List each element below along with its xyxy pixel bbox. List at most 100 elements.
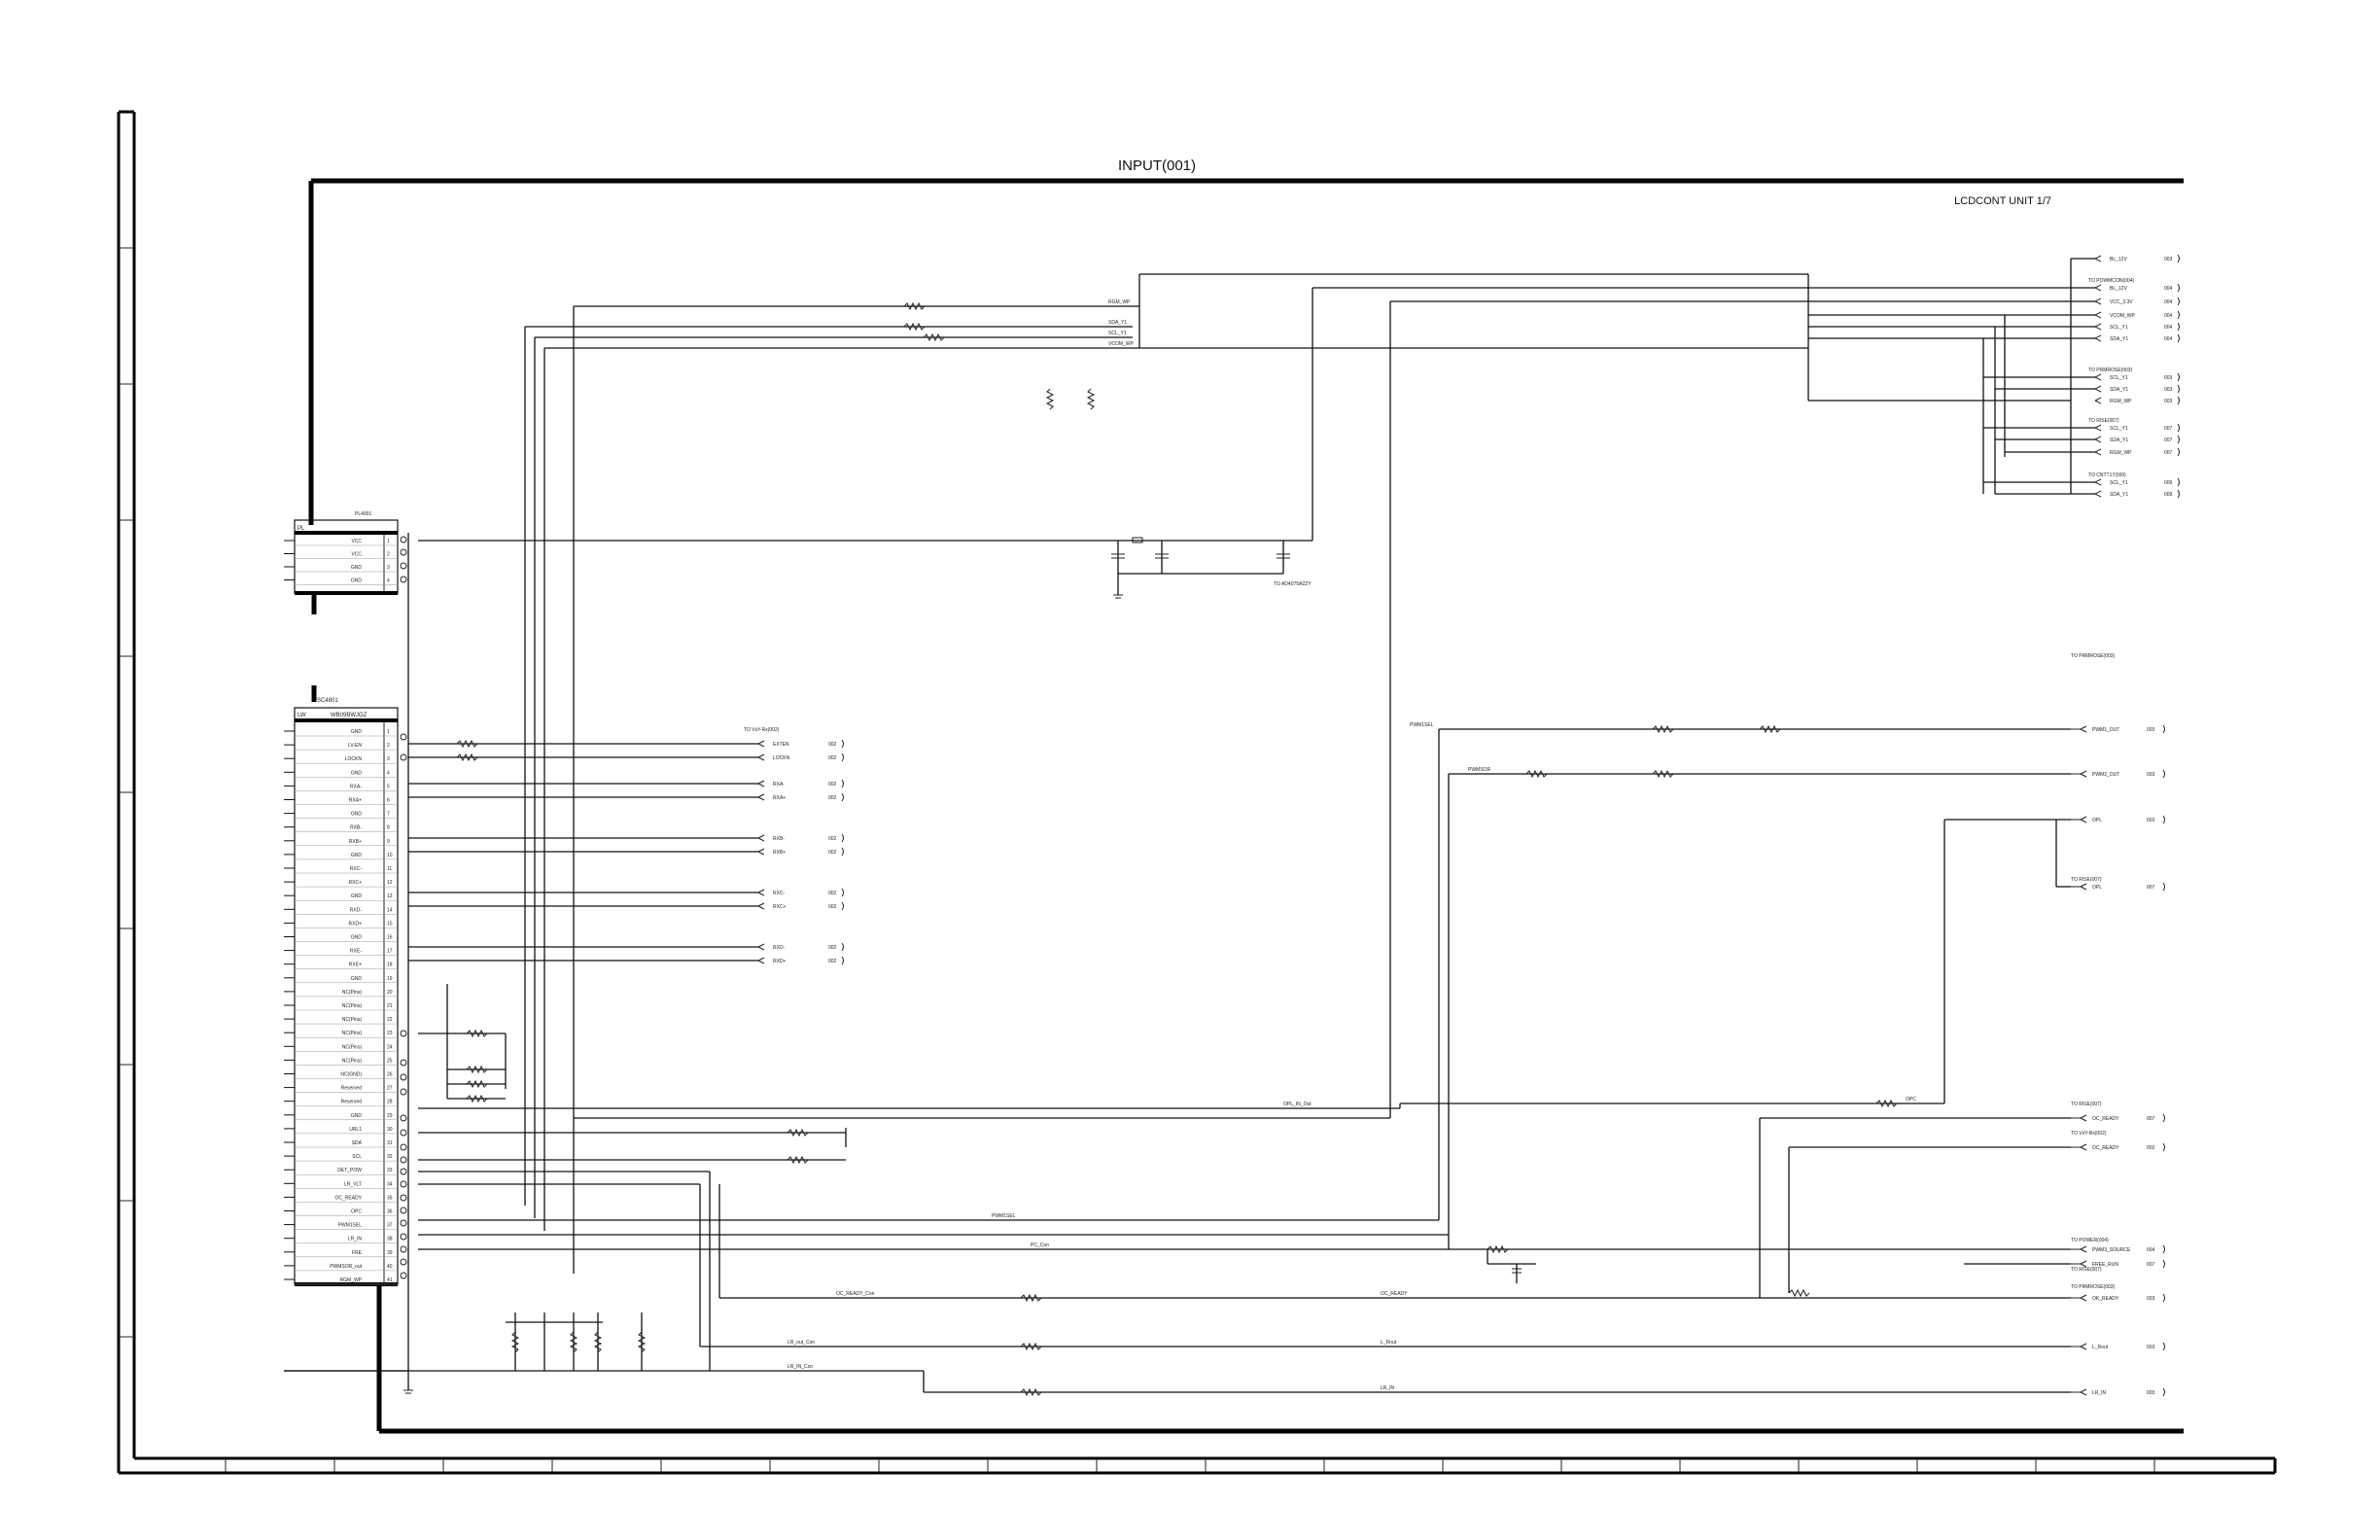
dest-power: TO POWER(004) — [2071, 1238, 2109, 1243]
net-arrow — [2094, 490, 2102, 498]
net-arrow — [757, 889, 765, 896]
net-label: SCL_Y1 — [2110, 426, 2128, 432]
net-label: OC_READY — [2092, 1116, 2119, 1122]
net-label: RXB+ — [773, 850, 786, 856]
net-page: 002 — [828, 904, 837, 910]
net-page: 004 — [2164, 336, 2173, 342]
pin-name: RXC+ — [349, 880, 363, 886]
pin-number: 10 — [387, 853, 393, 858]
wire-label-opc: OPC — [1906, 1097, 1916, 1102]
net-label: PWM2_OUT — [2092, 772, 2119, 778]
pin-name: GND — [351, 565, 363, 571]
net-arrow — [757, 780, 765, 788]
net-arrow — [2080, 883, 2087, 891]
net-arrow — [757, 957, 765, 964]
off-page-arrow — [2177, 283, 2180, 293]
dest-vin-rx2: TO VxY-Rx(002) — [2071, 1131, 2107, 1137]
pin-number: 25 — [387, 1058, 393, 1064]
wire-label-pwm1sel: PWM1SEL — [1410, 722, 1434, 728]
net-arrow — [2094, 311, 2102, 319]
pin-number: 8 — [387, 825, 390, 831]
test-points — [400, 536, 407, 1279]
off-page-arrow — [2162, 1342, 2165, 1351]
pin-name: RXB+ — [349, 839, 362, 845]
net-arrow — [2094, 385, 2102, 393]
off-page-arrow — [841, 779, 844, 788]
dest-rise-c: TO RISE(007) — [2071, 1102, 2102, 1107]
capacitors — [403, 553, 1522, 1394]
pin-name: RXD- — [350, 907, 363, 913]
net-arrow — [2094, 373, 2102, 381]
net-label: BL_12V — [2110, 257, 2127, 262]
pl-part: PL4001 — [355, 511, 371, 517]
pin-number: 30 — [387, 1127, 393, 1133]
pin-number: 15 — [387, 921, 393, 927]
net-page: 004 — [2164, 299, 2173, 305]
pin-name: PWM1SEL — [338, 1223, 363, 1229]
pin-number: 2 — [387, 743, 390, 749]
net-page: 004 — [2164, 313, 2173, 319]
net-label: RXD- — [773, 945, 786, 951]
pin-name: GND — [351, 729, 363, 735]
net-label: RXC- — [773, 891, 786, 896]
pin-number: 11 — [387, 866, 392, 872]
wire-label-ocready-con: OC_READY_Con — [836, 1291, 875, 1297]
dest-vin-rx: TO VxY-Rx(002) — [744, 727, 780, 733]
net-page: 009 — [2164, 492, 2173, 498]
net-arrow — [757, 740, 765, 748]
off-page-arrow — [2162, 1259, 2165, 1269]
pin-name: GND — [351, 976, 363, 982]
net-arrow — [2094, 397, 2102, 404]
net-page: 002 — [828, 836, 837, 842]
pin-name: GND — [351, 578, 363, 584]
off-page-arrow — [2177, 254, 2180, 263]
net-page: 007 — [2147, 1116, 2155, 1122]
net-page: 002 — [828, 959, 837, 964]
net-page: 002 — [828, 755, 837, 761]
wiring — [284, 258, 2095, 1393]
net-label: SDA_Y1 — [2110, 492, 2128, 498]
pin-name: GND — [351, 1113, 363, 1119]
net-label: OK_READY — [2092, 1296, 2119, 1302]
net-arrow — [2094, 424, 2102, 432]
pin-number: 1 — [387, 539, 390, 544]
wire-label-pwmsor: PWMSOR — [1468, 767, 1490, 773]
off-page-arrow — [2162, 1244, 2165, 1254]
pin-name: LOCKN — [345, 756, 363, 762]
net-arrow — [2080, 1388, 2087, 1396]
pin-name: SDA — [352, 1140, 363, 1146]
net-page: 004 — [2147, 1247, 2155, 1253]
net-page: 007 — [2147, 1262, 2155, 1268]
off-page-arrow — [2162, 882, 2165, 892]
pin-number: 12 — [387, 880, 393, 886]
pin-number: 4 — [387, 578, 390, 584]
net-page: 002 — [828, 742, 837, 748]
net-page: 003 — [2147, 1296, 2155, 1302]
net-page: 003 — [2147, 818, 2155, 823]
net-page: 002 — [828, 782, 837, 788]
wire-label-lrout: L_Rout — [1381, 1340, 1397, 1346]
pin-name: NC(Pins) — [342, 1058, 363, 1064]
destination-labels: TO VxY-Rx(002) TO POWMCON(004) TO PRMROS… — [744, 278, 2134, 1290]
pin-number: 3 — [387, 756, 390, 762]
pin-name: LV-EN — [348, 743, 362, 749]
pin-name: URL1 — [349, 1127, 362, 1133]
wire-label-vcom: VCOM_WP — [1108, 341, 1135, 347]
net-arrow — [2094, 298, 2102, 305]
net-arrow — [2080, 1294, 2087, 1302]
net-page: 004 — [2164, 286, 2173, 292]
wire-label-rgm-wp: RGM_WP — [1108, 299, 1131, 305]
pin-number: 1 — [387, 729, 390, 735]
pin-number: 37 — [387, 1223, 393, 1229]
net-page: 009 — [2164, 480, 2173, 486]
pin-name: GND — [351, 770, 363, 776]
off-page-arrow — [841, 942, 844, 952]
net-page: 003 — [2147, 727, 2155, 733]
wire-label-lrin: LR_IN — [1381, 1385, 1395, 1391]
off-page-arrow — [2177, 396, 2180, 405]
pin-number: 38 — [387, 1237, 393, 1242]
net-page: 003 — [2164, 375, 2173, 381]
dest-pwmrose3: TO PRMROSE(003) — [2071, 1284, 2116, 1290]
off-page-arrow — [2177, 384, 2180, 394]
